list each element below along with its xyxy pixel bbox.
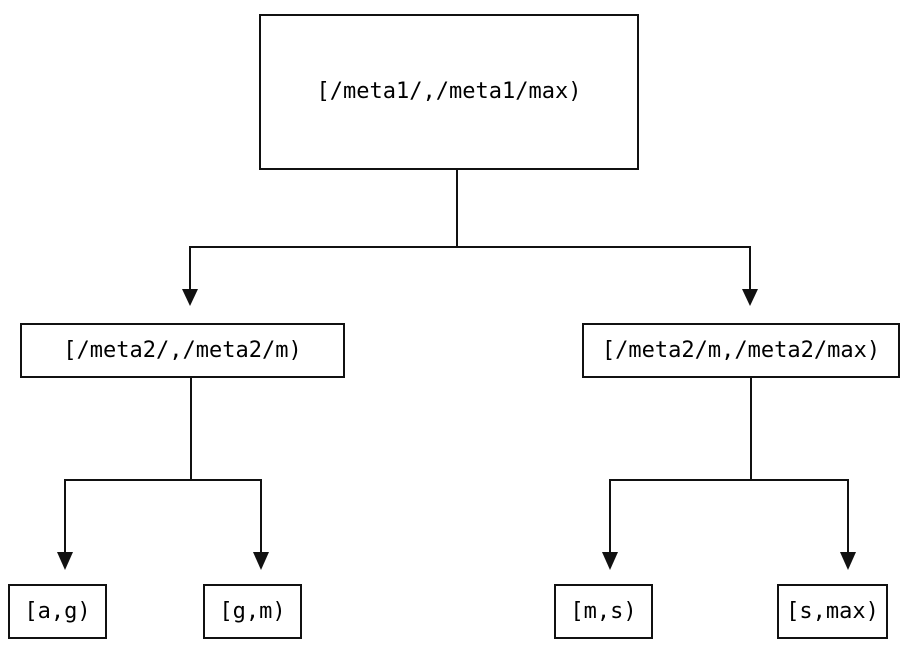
tree-leaf-ms-label: [m,s) bbox=[570, 598, 637, 624]
tree-leaf-ag-label: [a,g) bbox=[24, 598, 91, 624]
tree-node-root: [/meta1/,/meta1/max) bbox=[259, 14, 639, 170]
arrowhead-leaf-ms bbox=[602, 552, 618, 570]
tree-leaf-ms: [m,s) bbox=[554, 584, 653, 639]
arrowhead-leaf-ag bbox=[57, 552, 73, 570]
tree-leaf-smax-label: [s,max) bbox=[786, 598, 879, 624]
tree-leaf-smax: [s,max) bbox=[777, 584, 888, 639]
tree-node-left-child-label: [/meta2/,/meta2/m) bbox=[63, 337, 302, 363]
tree-node-right-child: [/meta2/m,/meta2/max) bbox=[582, 323, 900, 378]
arrowhead-right-child bbox=[742, 289, 758, 306]
arrowhead-leaf-smax bbox=[840, 552, 856, 570]
tree-node-right-child-label: [/meta2/m,/meta2/max) bbox=[601, 337, 881, 363]
tree-node-left-child: [/meta2/,/meta2/m) bbox=[20, 323, 345, 378]
tree-node-root-label: [/meta1/,/meta1/max) bbox=[316, 79, 582, 104]
tree-leaf-ag: [a,g) bbox=[8, 584, 107, 639]
arrowhead-leaf-gm bbox=[253, 552, 269, 570]
tree-leaf-gm: [g,m) bbox=[203, 584, 302, 639]
tree-leaf-gm-label: [g,m) bbox=[219, 598, 286, 624]
arrowhead-left-child bbox=[182, 289, 198, 306]
